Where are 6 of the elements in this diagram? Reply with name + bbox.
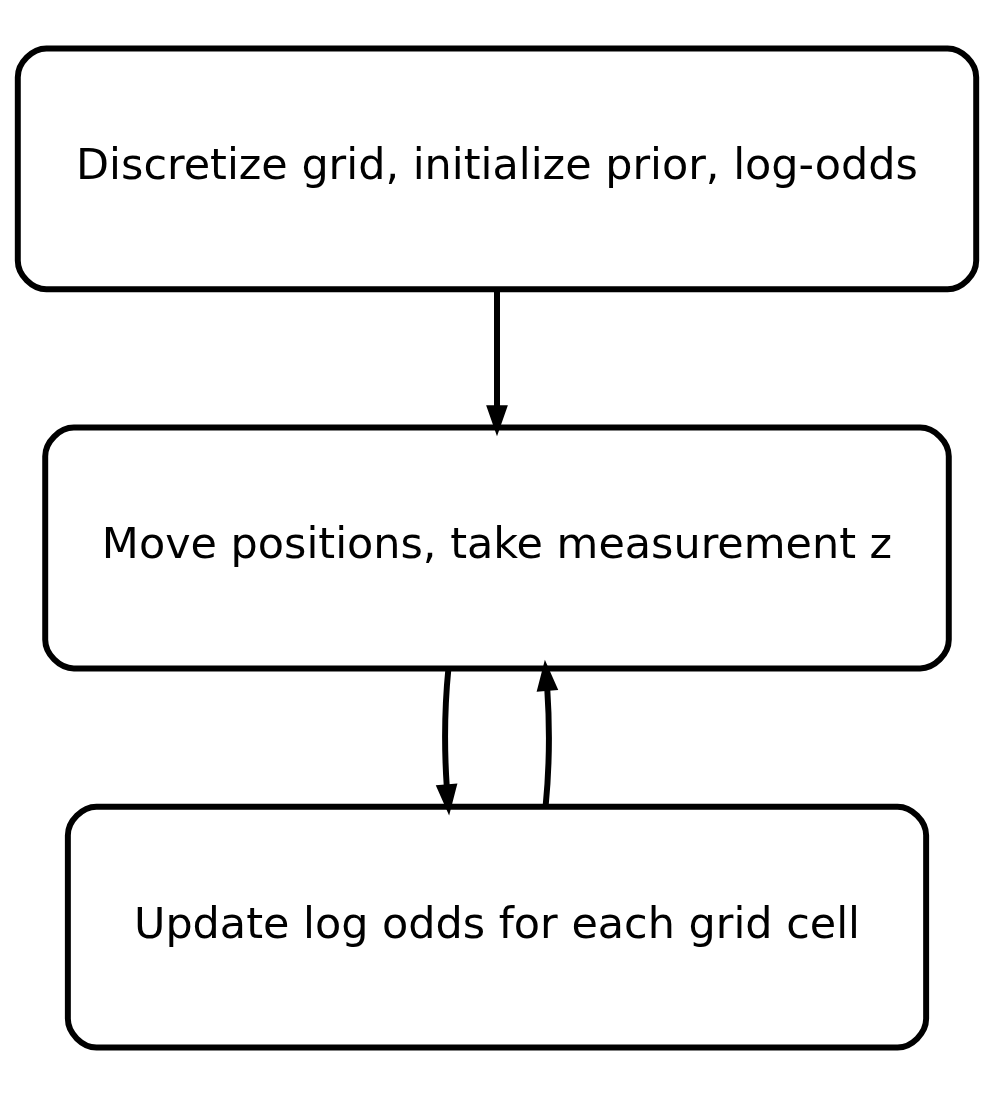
node-box: Discretize grid, initialize prior, log-odds [14,45,980,292]
node-box: Update log odds for each grid cell [64,803,930,1050]
node-box: Move positions, take measurement z [42,424,952,671]
arrow [536,659,559,807]
arrow [486,289,508,436]
arrow [435,668,458,815]
